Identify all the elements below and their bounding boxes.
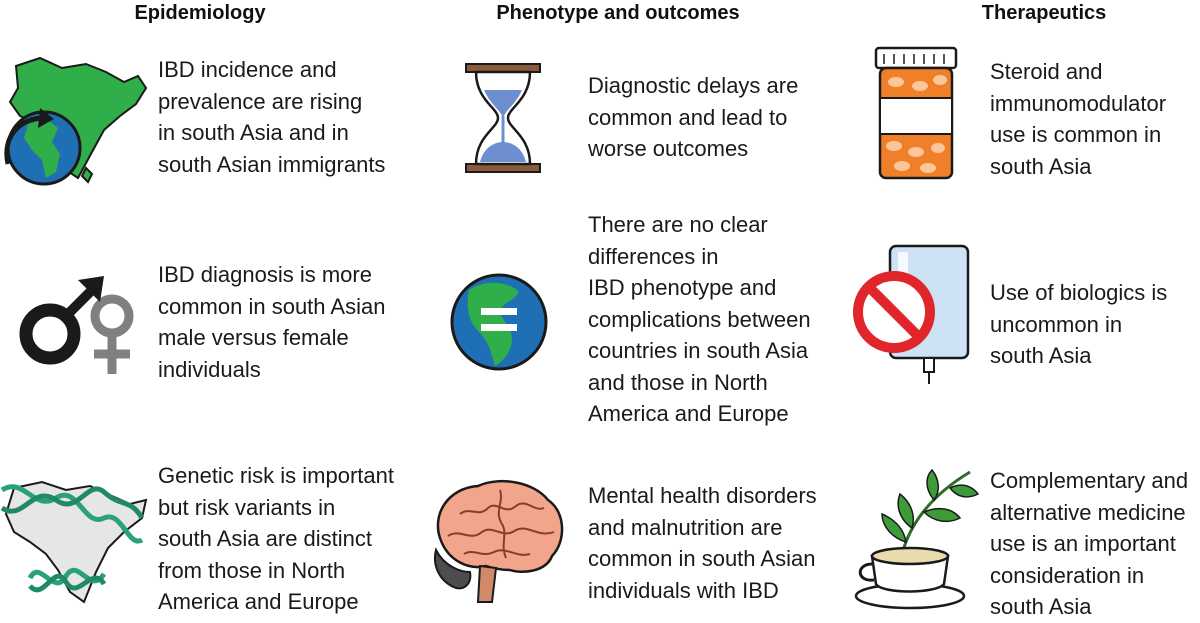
cell-phen-mental-text: Mental health disorders and malnutrition… [588,483,817,603]
cell-epi-incidence-text: IBD incidence and prevalence are rising … [158,57,386,177]
cell-epi-sex-text: IBD diagnosis is more common in south As… [158,262,386,382]
cell-ther-steroid-text: Steroid and immunomodulator use is commo… [990,59,1167,179]
globe-equals-icon [450,273,548,371]
column-header-therapeutics: Therapeutics [981,2,1107,24]
cell-ther-biologics-text: Use of biologics is uncommon in south As… [990,280,1168,368]
column-header-phenotype-outcomes: Phenotype and outcomes [496,2,740,24]
dna-south-asia-map-icon [0,480,148,604]
cell-ther-cam-text: Complementary and alternative medicine u… [990,468,1189,619]
cell-phen-delay-text: Diagnostic delays are common and lead to… [588,73,799,161]
cell-epi-genetic-text: Genetic risk is important but risk varia… [158,463,394,614]
herbal-tea-icon [854,468,980,610]
hourglass-icon [465,63,541,173]
south-asia-globe-icon [4,56,148,186]
brain-icon [434,479,564,603]
cell-phen-nodiff-text: There are no clear differences in IBD ph… [588,212,811,426]
pill-bottle-icon [874,46,958,180]
male-female-symbols-icon [19,276,134,374]
column-header-epidemiology: Epidemiology [134,2,266,24]
no-iv-bag-icon [853,244,970,384]
